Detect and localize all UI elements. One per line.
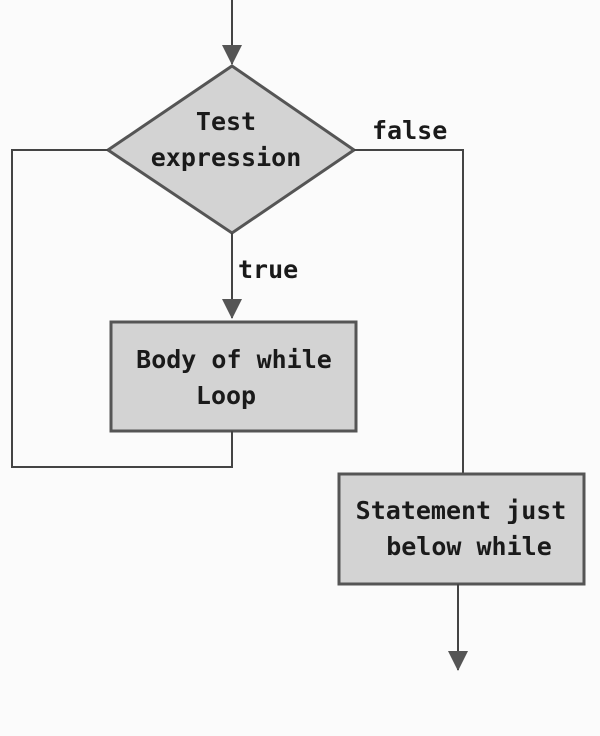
decision-label-line2: expression	[151, 143, 302, 172]
body-box-line1: Body of while	[136, 345, 332, 374]
body-box-line2: Loop	[196, 381, 256, 410]
after-box-line2: below while	[386, 532, 552, 561]
false-edge	[354, 149, 464, 473]
false-label: false	[372, 116, 447, 145]
loop-back-edge	[11, 149, 233, 468]
statement-below-while-box	[337, 472, 586, 586]
decision-label-line1: Test	[196, 107, 256, 136]
after-box-line1: Statement just	[356, 496, 567, 525]
body-of-while-loop-box	[109, 320, 358, 433]
true-label: true	[238, 255, 298, 284]
